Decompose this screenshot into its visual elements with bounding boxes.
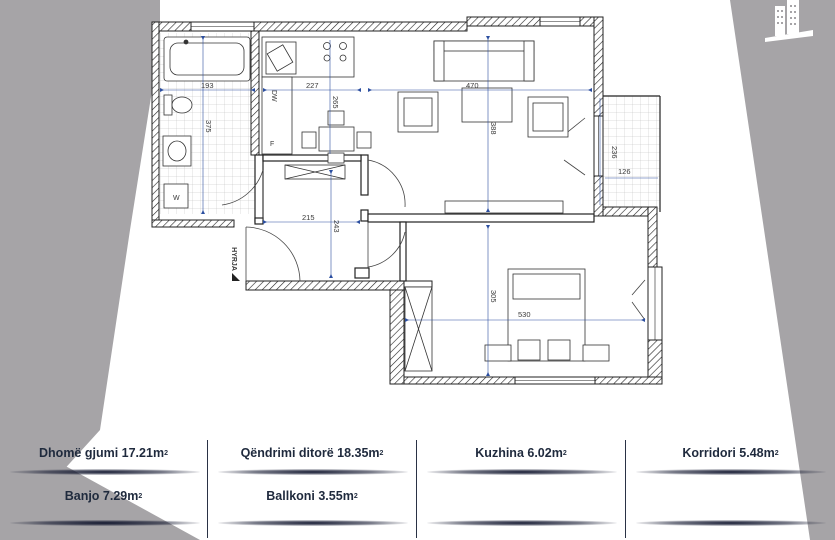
row-separator	[218, 469, 408, 475]
balcony-railing	[603, 95, 661, 212]
entry-arrow	[232, 273, 240, 281]
dim-hall-width: 215	[302, 213, 315, 222]
table-divider	[207, 440, 208, 538]
bathtub	[163, 36, 251, 82]
dim-bed-width: 530	[518, 310, 531, 319]
row-separator	[218, 520, 408, 526]
washing-machine	[163, 183, 189, 209]
wardrobe	[404, 286, 433, 372]
row-separator	[427, 520, 617, 526]
area-bedroom-sup: 2	[164, 449, 168, 457]
area-kitchen-text: Kuzhina 6.02m	[475, 446, 563, 460]
hall-bench	[284, 164, 346, 180]
row-separator	[10, 469, 200, 475]
building-logo-icon	[765, 0, 813, 42]
area-bedroom-text: Dhomë gjumi 17.21m	[39, 446, 165, 460]
entry-label: HYRJA	[230, 247, 237, 271]
dim-hall-height: 243	[332, 220, 341, 233]
washer-label: W	[173, 195, 180, 202]
dim-living-width: 470	[466, 81, 479, 90]
dim-balcony-height: 236	[610, 146, 619, 159]
coffee-table	[461, 87, 513, 123]
table-divider	[416, 440, 417, 538]
area-bathroom-text: Banjo 7.29m	[64, 489, 139, 503]
area-corridor-sup: 2	[774, 449, 779, 457]
area-corridor-text: Korridori 5.48m	[682, 446, 775, 460]
tv-unit	[444, 200, 564, 214]
area-bathroom-sup: 2	[138, 492, 143, 500]
dishwasher-label: DW	[270, 90, 277, 102]
area-balcony-text: Ballkoni 3.55m	[266, 489, 354, 503]
dim-kitchen-height: 265	[331, 96, 340, 109]
area-living-sup: 2	[379, 449, 384, 457]
interior-walls	[254, 154, 595, 282]
dim-balcony-width: 126	[618, 167, 631, 176]
dimension-lines	[160, 36, 658, 376]
dim-kitchen-width: 227	[306, 81, 319, 90]
toilet	[163, 94, 193, 116]
row-separator	[636, 469, 826, 475]
dim-bath-height: 375	[204, 120, 213, 133]
area-kitchen-sup: 2	[562, 449, 567, 457]
dim-living-height: 388	[489, 122, 498, 135]
dimension-arrows	[160, 36, 645, 376]
washbasin	[162, 135, 192, 167]
sofa	[433, 40, 535, 82]
dim-bath-width: 193	[201, 81, 214, 90]
row-separator	[636, 520, 826, 526]
balcony-floor	[603, 96, 660, 212]
bed	[484, 268, 610, 362]
armchair-left	[397, 91, 439, 133]
dining-table	[301, 110, 372, 164]
fridge-label: F	[270, 141, 274, 148]
area-living-text: Qëndrimi ditorë 18.35m	[240, 446, 380, 460]
armchair-right	[527, 96, 569, 138]
area-balcony-sup: 2	[353, 492, 358, 500]
table-divider	[625, 440, 626, 538]
row-separator	[427, 469, 617, 475]
dim-bed-height: 305	[489, 290, 498, 303]
row-separator	[10, 520, 200, 526]
